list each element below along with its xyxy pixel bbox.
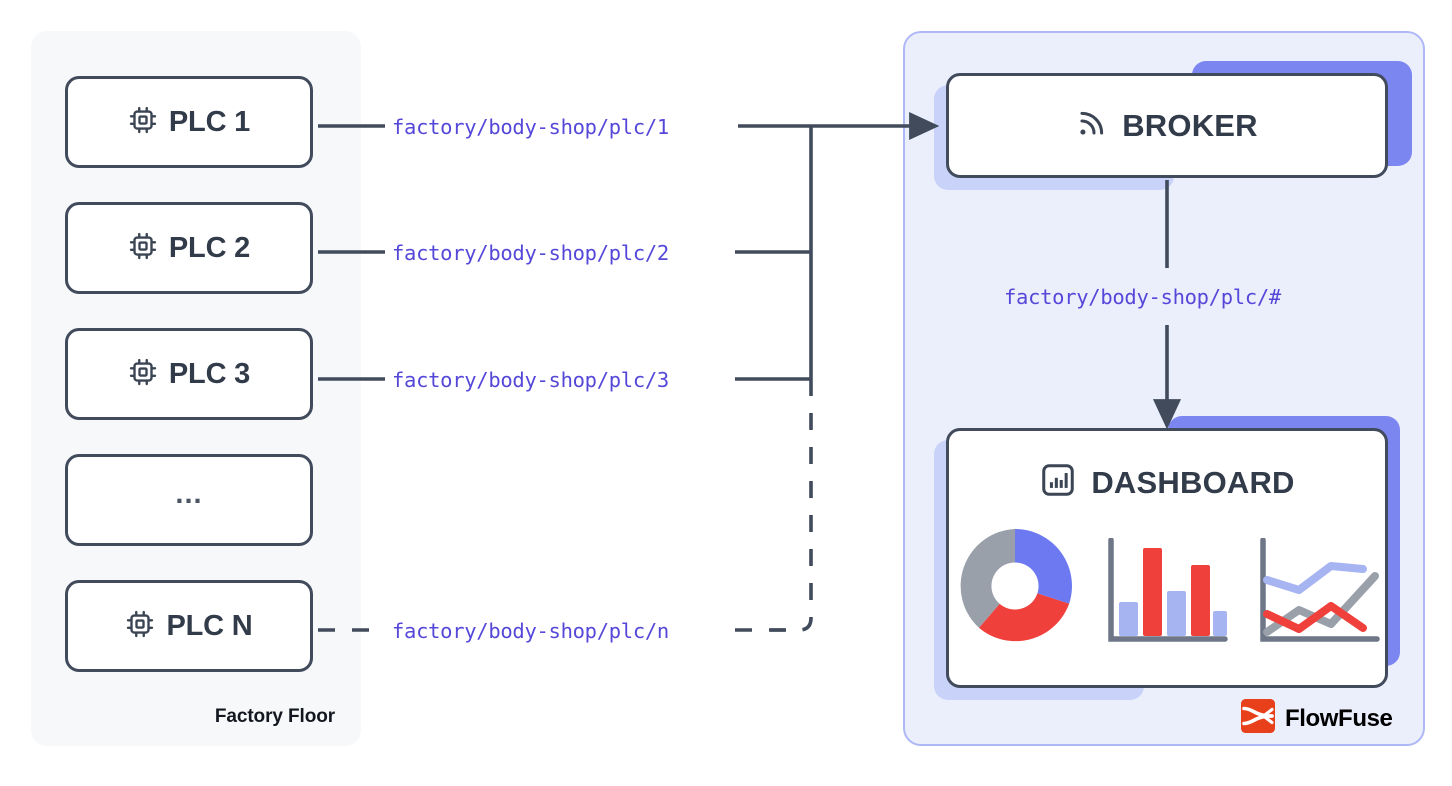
topic-label-subscribe: factory/body-shop/plc/# [1004,285,1281,309]
plc-box-n[interactable]: PLC N [65,580,313,672]
factory-floor-panel: PLC 1 PLC 2 PLC 3 . [31,31,361,746]
chip-icon [128,357,158,392]
bar-chart-icon [1039,461,1077,504]
plc-box-ellipsis[interactable]: ... [65,454,313,546]
dashboard-title: DASHBOARD [1091,465,1295,500]
bar-5 [1213,611,1227,636]
line-chart [1260,538,1380,642]
bar-3 [1167,591,1186,636]
line-series-blue [1263,562,1367,594]
chip-icon [128,105,158,140]
donut-chart [960,528,1072,642]
plc-box-label: ... [175,477,203,510]
chip-icon [128,231,158,266]
line-series-red [1263,602,1367,633]
bar-1 [1119,602,1138,636]
plc-box-2[interactable]: PLC 2 [65,202,313,294]
topic-label-plcn: factory/body-shop/plc/n [392,619,669,643]
bar-4 [1191,565,1210,636]
plc-box-label: PLC 2 [168,231,251,264]
flowfuse-logo-mark [1241,699,1275,733]
bar-2 [1143,548,1162,636]
plc-box-label: PLC N [166,609,253,642]
plc-box-label: PLC 3 [168,357,251,390]
wire-trunk-dashed [770,379,813,632]
topic-label-plc2: factory/body-shop/plc/2 [392,241,669,265]
dashboard-charts [949,524,1385,648]
topic-label-plc3: factory/body-shop/plc/3 [392,368,669,392]
dashboard-card[interactable]: DASHBOARD [946,428,1388,688]
flowfuse-brand: FlowFuse [1241,699,1393,738]
broker-card[interactable]: BROKER [946,73,1388,178]
broadcast-icon [1076,107,1108,144]
factory-floor-label: Factory Floor [214,706,335,727]
topic-label-plc1: factory/body-shop/plc/1 [392,115,669,139]
plc-box-1[interactable]: PLC 1 [65,76,313,168]
bar-chart [1108,538,1228,642]
flowfuse-wordmark: FlowFuse [1285,704,1393,732]
plc-box-3[interactable]: PLC 3 [65,328,313,420]
chip-icon [125,609,155,644]
broker-title: BROKER [1122,108,1258,143]
dashboard-header: DASHBOARD [949,461,1385,504]
plc-box-label: PLC 1 [168,105,251,138]
flowfuse-logo-icon [1241,699,1275,738]
